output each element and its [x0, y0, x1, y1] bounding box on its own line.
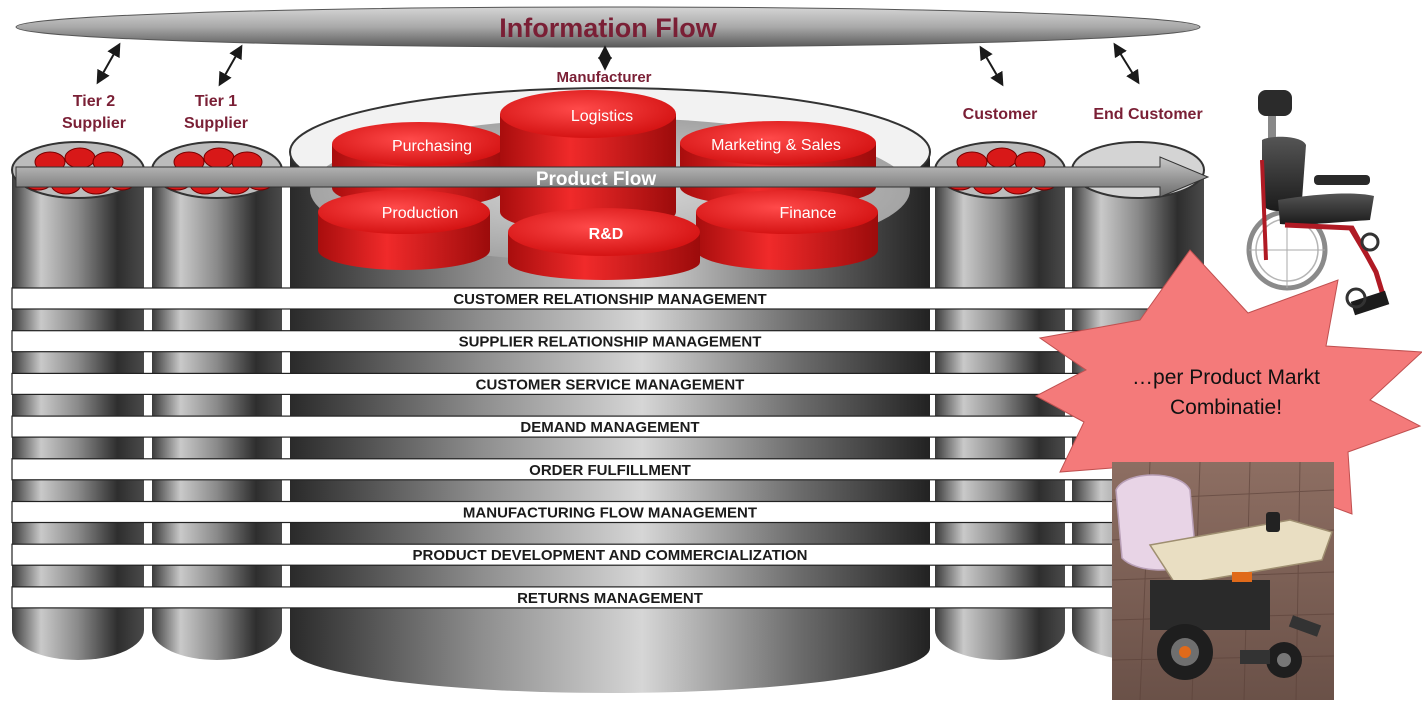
logistics-label: Logistics	[571, 108, 633, 125]
process-bands: CUSTOMER RELATIONSHIP MANAGEMENT SUPPLIER…	[11, 287, 1193, 609]
callout-starburst: …per Product Markt Combinatie!	[1034, 249, 1422, 515]
arrow-tier1	[218, 44, 243, 87]
process-label: SUPPLIER RELATIONSHIP MANAGEMENT	[459, 334, 762, 351]
production-label: Production	[382, 205, 459, 222]
callout-line1: …per Product Markt	[1132, 366, 1320, 389]
information-arrows	[96, 42, 1140, 87]
arrow-tier2	[96, 42, 121, 85]
wheelchair-photo-powered	[1111, 461, 1335, 701]
process-label: CUSTOMER RELATIONSHIP MANAGEMENT	[453, 291, 766, 308]
information-flow-band: Information Flow	[15, 6, 1201, 48]
tier2-label-line1: Tier 2	[73, 93, 116, 110]
end-customer-label: End Customer	[1093, 106, 1202, 123]
function-rd: R&D	[508, 208, 700, 280]
tier1-label-line2: Supplier	[184, 115, 248, 132]
arrow-end-customer	[1113, 42, 1140, 85]
function-production: Production	[318, 190, 490, 270]
manufacturer-label: Manufacturer	[556, 69, 651, 86]
process-label: PRODUCT DEVELOPMENT AND COMMERCIALIZATIO…	[413, 547, 808, 564]
marketing-sales-label: Marketing & Sales	[711, 137, 841, 154]
purchasing-label: Purchasing	[392, 138, 472, 155]
customer-label: Customer	[963, 106, 1038, 123]
product-flow-arrow: Product Flow	[15, 156, 1210, 198]
process-label: RETURNS MANAGEMENT	[517, 590, 703, 607]
tier1-cylinder	[151, 141, 283, 660]
arrow-customer	[979, 45, 1004, 87]
process-label: ORDER FULFILLMENT	[529, 462, 691, 479]
wheelchair-photo-manual	[1246, 90, 1390, 316]
tier2-label-line2: Supplier	[62, 115, 126, 132]
rd-label: R&D	[589, 226, 624, 243]
function-finance: Finance	[696, 190, 878, 270]
information-flow-title: Information Flow	[499, 13, 717, 43]
callout-line2: Combinatie!	[1170, 396, 1282, 419]
tier2-cylinder	[11, 141, 145, 660]
finance-label: Finance	[780, 205, 837, 222]
process-label: DEMAND MANAGEMENT	[520, 419, 699, 436]
process-label: CUSTOMER SERVICE MANAGEMENT	[476, 376, 745, 393]
process-label: MANUFACTURING FLOW MANAGEMENT	[463, 505, 757, 522]
tier1-label-line1: Tier 1	[195, 93, 238, 110]
product-flow-label: Product Flow	[536, 169, 657, 190]
